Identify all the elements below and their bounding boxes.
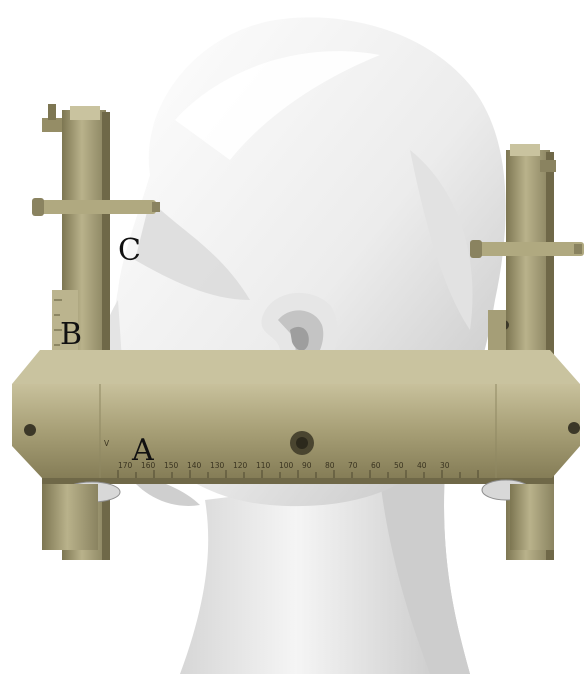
scale-number: 170 (118, 461, 133, 470)
scale-number: 80 (325, 461, 335, 470)
scale-number: 30 (440, 461, 450, 470)
scale-number: 100 (279, 461, 294, 470)
scale-numbers: 170 160 150 140 130 120 110 100 90 80 70… (118, 461, 450, 470)
left-bar-screw (24, 424, 36, 436)
scale-number: 120 (233, 461, 248, 470)
scale-number: 140 (187, 461, 202, 470)
label-a: A (132, 436, 154, 466)
label-c: C (118, 236, 141, 266)
scale-number: 50 (394, 461, 404, 470)
scale-number: 40 (417, 461, 427, 470)
scale-number: 60 (371, 461, 381, 470)
label-b: B (60, 320, 82, 350)
frame-bar: V 170 160 150 140 130 120 110 100 90 80 … (12, 350, 580, 484)
scale-number: 150 (164, 461, 179, 470)
scale-number: 130 (210, 461, 225, 470)
scale-number: 70 (348, 461, 358, 470)
scale-number: 90 (302, 461, 312, 470)
scale-arrow: V (104, 439, 110, 448)
scale-number: 110 (256, 461, 271, 470)
left-post-lower (42, 484, 98, 550)
right-bar-screw (568, 422, 580, 434)
right-post-lower (510, 484, 554, 550)
